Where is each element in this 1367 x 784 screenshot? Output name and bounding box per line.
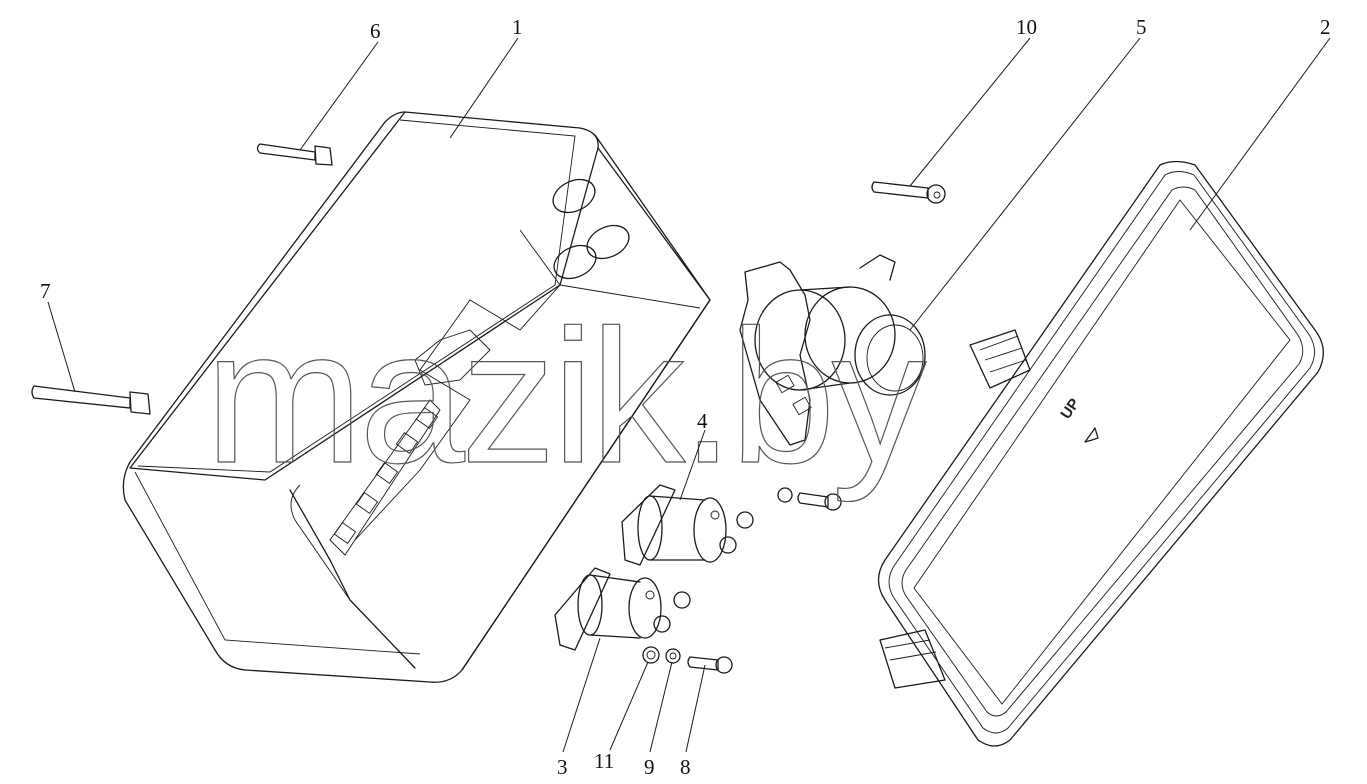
solenoid-part-5 (739, 254, 926, 446)
relay-part-4 (621, 484, 754, 566)
callout-11: 11 (594, 749, 614, 773)
washer-part-11 (642, 646, 660, 664)
callout-4: 4 (697, 409, 708, 433)
callout-7: 7 (40, 279, 51, 303)
bolt-part-6 (256, 143, 333, 166)
callout-9: 9 (644, 755, 655, 779)
callout-8: 8 (680, 755, 691, 779)
screw-part-8 (687, 656, 733, 674)
up-arrow-icon (1084, 427, 1099, 443)
callout-2: 2 (1320, 15, 1331, 39)
up-mark-label: UP (1057, 395, 1083, 422)
relay-part-3 (554, 567, 691, 651)
bolt-part-7 (31, 385, 151, 415)
callout-1: 1 (512, 15, 523, 39)
callout-6: 6 (370, 19, 381, 43)
callout-10: 10 (1016, 15, 1037, 39)
cover-part-2: UP (877, 160, 1324, 747)
screw-upper-small (777, 487, 842, 511)
screw-part-10 (871, 181, 946, 204)
watermark-text: mazik.by (205, 291, 927, 503)
callout-5: 5 (1136, 15, 1147, 39)
callout-numbers: 1 2 3 4 5 6 7 8 9 10 11 (40, 15, 1331, 779)
washer-part-9 (665, 648, 681, 664)
callout-3: 3 (557, 755, 568, 779)
leader-lines (47, 37, 1331, 753)
housing-box-part-1 (122, 111, 711, 683)
